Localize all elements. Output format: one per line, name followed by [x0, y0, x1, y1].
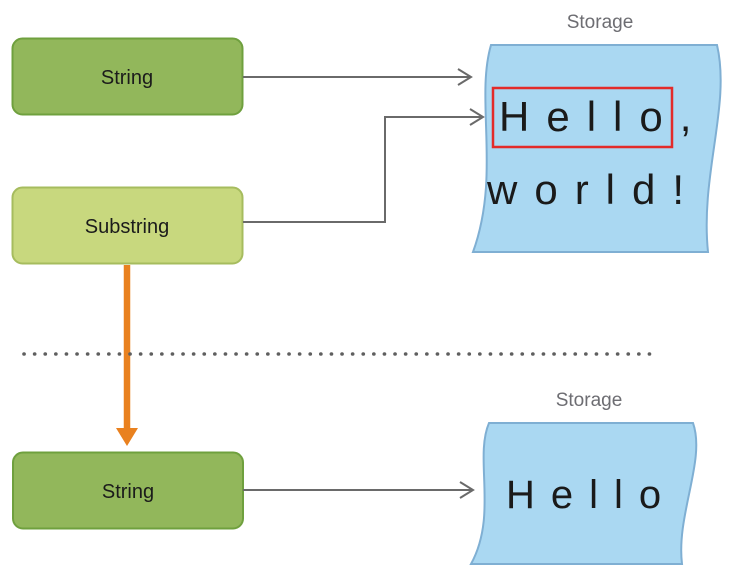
storage-shape-bottom: [469, 422, 698, 565]
storage-label-bottom: Storage: [556, 390, 623, 411]
string-box-top-label: String: [101, 67, 153, 89]
string-box-top: [11, 37, 244, 116]
storage-text-bottom: Hello: [506, 473, 677, 517]
substring-to-storage-arrow: [243, 108, 485, 223]
arrowhead-icon: [469, 108, 485, 126]
substring-highlight-box: [491, 86, 674, 149]
storage-label-top: Storage: [567, 12, 634, 33]
bottom-string-to-storage-arrow: [243, 481, 475, 499]
arrowhead-icon: [457, 68, 473, 86]
storage-shape-top: [471, 44, 722, 253]
string-box-bottom-label: String: [102, 481, 154, 503]
orange-arrowhead-icon: [116, 428, 138, 446]
substring-box-label: Substring: [85, 216, 170, 238]
string-to-storage-arrow: [243, 68, 473, 86]
storage-text-line1: Hello,: [499, 93, 708, 140]
arrowhead-icon: [459, 481, 475, 499]
substring-to-string-transform-arrow: [116, 265, 138, 446]
substring-box: [11, 186, 244, 265]
storage-text-line2: world!: [486, 166, 701, 213]
